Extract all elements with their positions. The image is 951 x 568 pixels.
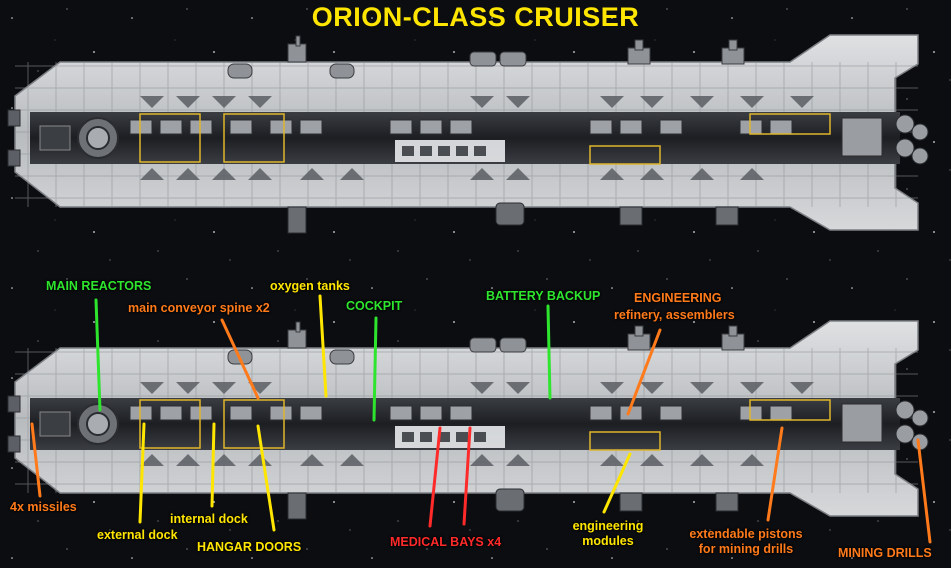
label-internal-dock: internal dock — [170, 512, 248, 526]
label-engineering-sub: refinery, assemblers — [614, 308, 735, 322]
label-main-reactors: MAIN REACTORS — [46, 279, 152, 293]
label-mining-drills: MINING DRILLS — [838, 546, 932, 560]
label-oxygen-tanks: oxygen tanks — [270, 279, 350, 293]
callout-main-reactors — [94, 298, 102, 412]
label-engineering-modules-line2: modules — [582, 534, 634, 548]
callout-hangar-doors — [256, 424, 276, 532]
label-external-dock: external dock — [97, 528, 178, 542]
callout-mining-drills — [916, 438, 932, 544]
label-main-conveyor-spine: main conveyor spine x2 — [128, 301, 270, 315]
label-engineering-modules: engineering modules — [560, 519, 656, 549]
label-extendable-pistons-line2: for mining drills — [698, 542, 794, 556]
callout-external-dock — [138, 422, 146, 524]
label-medical-bays: MEDICAL BAYS x4 — [390, 535, 502, 549]
label-cockpit: COCKPIT — [346, 299, 403, 313]
label-engineering: ENGINEERING — [634, 291, 722, 305]
label-extendable-pistons-line1: extendable pistons — [689, 527, 803, 541]
callout-internal-dock — [210, 422, 216, 508]
page-title: ORION-CLASS CRUISER — [311, 2, 640, 32]
callout-missiles — [30, 422, 42, 498]
callout-extendable-pistons — [766, 426, 784, 522]
callout-medical-bay-1 — [428, 426, 442, 528]
label-hangar-doors: HANGAR DOORS — [197, 540, 302, 554]
callout-engineering — [626, 328, 662, 416]
callout-engineering-modules — [602, 452, 632, 514]
ship-top-view — [7, 34, 929, 234]
label-battery-backup: BATTERY BACKUP — [486, 289, 601, 303]
callout-conveyor-spine — [220, 318, 260, 400]
label-engineering-modules-line1: engineering — [572, 519, 644, 533]
callout-cockpit — [372, 316, 378, 422]
label-extendable-pistons: extendable pistons for mining drills — [674, 527, 818, 557]
callout-medical-bay-2 — [462, 426, 472, 526]
ship-annotated-view — [7, 320, 929, 520]
callout-battery-backup — [546, 304, 552, 400]
callout-oxygen-tanks — [318, 294, 328, 398]
label-missiles: 4x missiles — [10, 500, 77, 514]
